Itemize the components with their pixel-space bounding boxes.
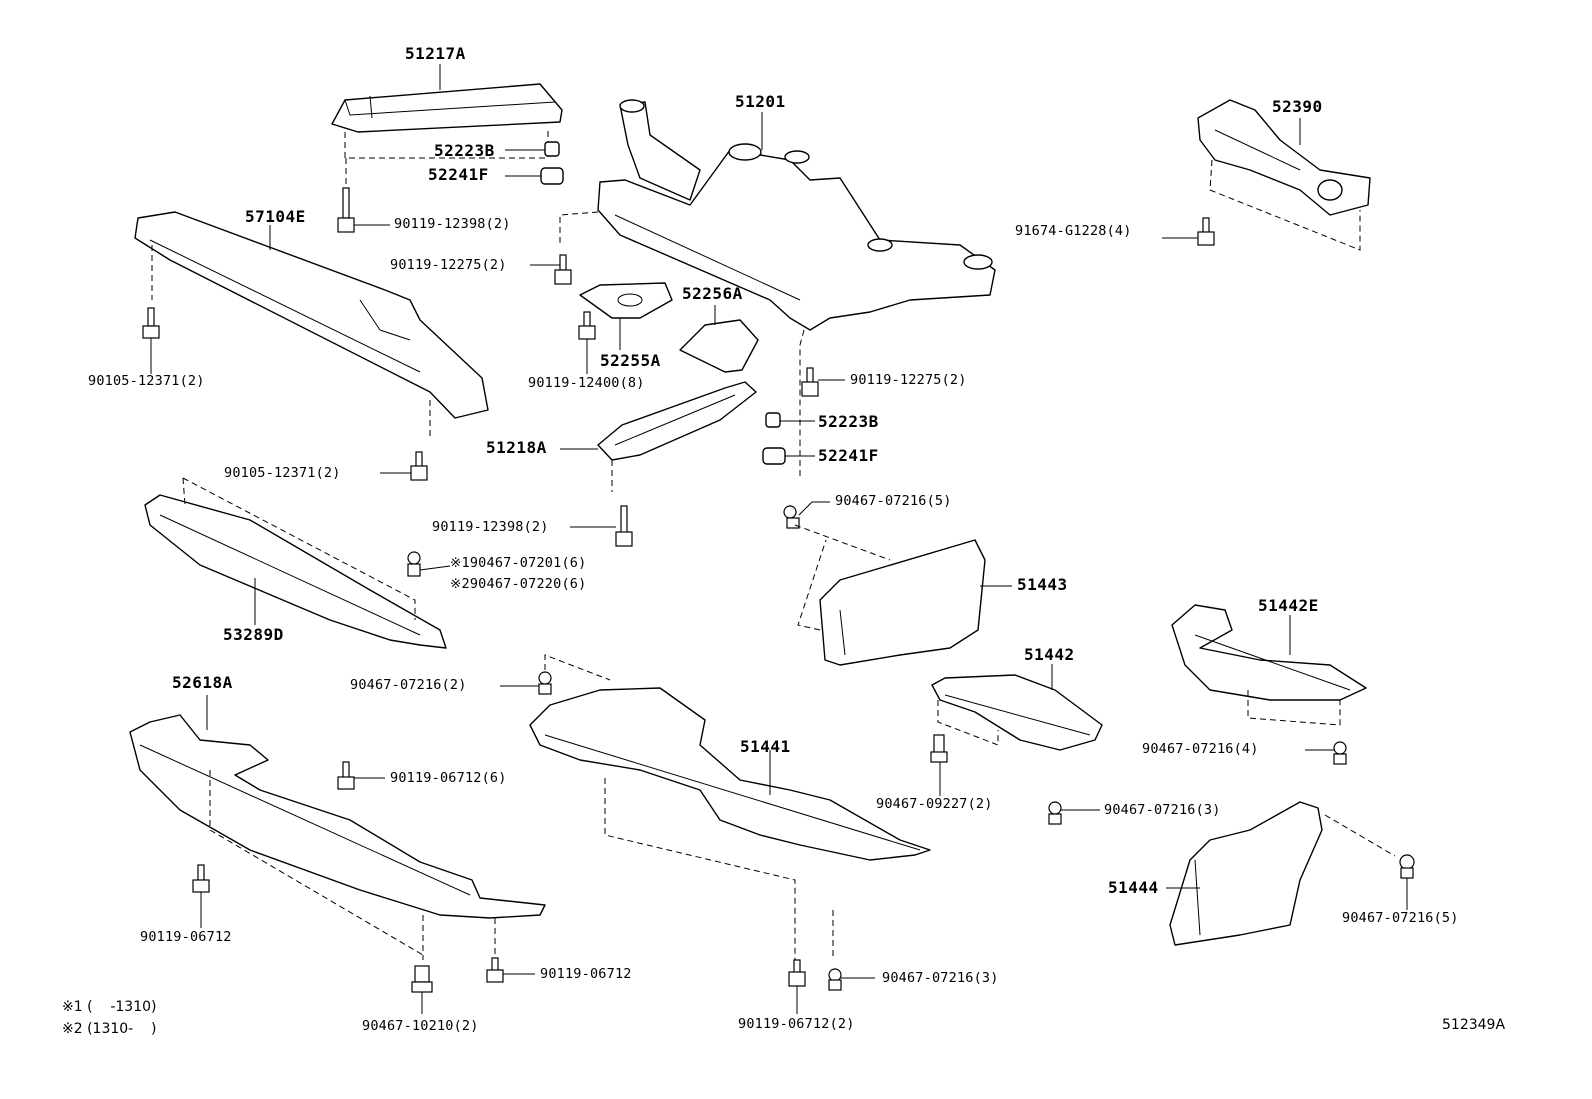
label-90467-07216-3b: 90467-07216(3) <box>882 970 999 986</box>
label-90119-12275-right: 90119-12275(2) <box>850 372 967 388</box>
part-51443-drawing <box>797 539 1012 666</box>
label-90467-07220: ※290467-07220(6) <box>450 576 587 592</box>
part-51217A-drawing <box>331 64 563 159</box>
label-51441: 51441 <box>740 737 791 756</box>
label-52223B-top: 52223B <box>434 141 495 160</box>
label-90119-12398-mid: 90119-12398(2) <box>432 519 549 535</box>
part-57104E-drawing <box>134 211 489 440</box>
clip-90467-07216-3b <box>828 968 875 991</box>
bolt-90119-06712-6 <box>337 761 385 790</box>
label-91674-G1228: 91674-G1228(4) <box>1015 223 1132 239</box>
part-51444-drawing <box>1166 801 1396 946</box>
bushings-mid <box>762 412 815 465</box>
bolt-90105-12371-a <box>142 307 160 374</box>
label-90467-07216-5b: 90467-07216(5) <box>1342 910 1459 926</box>
part-52618A-drawing <box>129 695 546 960</box>
part-52390-drawing <box>1197 99 1371 251</box>
label-52390: 52390 <box>1272 97 1323 116</box>
label-90467-07216-5a: 90467-07216(5) <box>835 493 952 509</box>
label-90119-06712-6: 90119-06712(6) <box>390 770 507 786</box>
label-90467-07201: ※190467-07201(6) <box>450 555 587 571</box>
label-52241F-top: 52241F <box>428 165 489 184</box>
bolt-90119-06712-a <box>192 864 210 928</box>
label-52255A: 52255A <box>600 351 661 370</box>
part-51218A-drawing <box>560 381 757 492</box>
label-51444: 51444 <box>1108 878 1159 897</box>
bolt-90119-12275-right <box>801 367 845 397</box>
bolt-90105-12371-b <box>380 451 428 481</box>
clip-90467-07216-5b <box>1399 854 1415 910</box>
label-90119-06712-a: 90119-06712 <box>140 929 232 945</box>
part-52255A-drawing <box>579 282 673 350</box>
label-90467-07216-4: 90467-07216(4) <box>1142 741 1259 757</box>
label-51201: 51201 <box>735 92 786 111</box>
label-90467-07216-3a: 90467-07216(3) <box>1104 802 1221 818</box>
label-90467-07216-2: 90467-07216(2) <box>350 677 467 693</box>
label-90119-06712-b: 90119-06712 <box>540 966 632 982</box>
part-52256A-drawing <box>679 305 759 373</box>
diagram-code: 512349A <box>1442 1017 1506 1033</box>
label-90105-12371-a: 90105-12371(2) <box>88 373 205 389</box>
bushings-top <box>505 141 564 185</box>
label-57104E: 57104E <box>245 207 306 226</box>
bolt-90119-12398-top <box>337 158 390 233</box>
label-51218A: 51218A <box>486 438 547 457</box>
label-52241F-mid: 52241F <box>818 446 879 465</box>
part-51442-drawing <box>931 664 1103 751</box>
part-51441-drawing <box>529 687 931 960</box>
bolt-90119-12275-left <box>530 254 572 285</box>
bolt-91674-G1228 <box>1162 217 1215 246</box>
label-90119-12398-top: 90119-12398(2) <box>394 216 511 232</box>
label-52618A: 52618A <box>172 673 233 692</box>
label-51217A: 51217A <box>405 44 466 63</box>
part-53289D-drawing <box>144 477 447 649</box>
clip-90467-09227 <box>930 734 948 796</box>
clip-90467-07216-4 <box>1305 741 1347 765</box>
bolt-90119-12400 <box>578 311 596 374</box>
label-90119-12400: 90119-12400(8) <box>528 375 645 391</box>
label-90467-10210: 90467-10210(2) <box>362 1018 479 1034</box>
clip-90467-07216-3a <box>1048 801 1100 825</box>
footnote-1: ※1 ( -1310) <box>62 999 157 1015</box>
clip-90467-07201 <box>407 551 451 577</box>
label-51442E: 51442E <box>1258 596 1319 615</box>
label-90119-12275-left: 90119-12275(2) <box>390 257 507 273</box>
label-52223B-mid: 52223B <box>818 412 879 431</box>
label-52256A: 52256A <box>682 284 743 303</box>
part-51442E-drawing <box>1171 604 1367 726</box>
label-53289D: 53289D <box>223 625 284 644</box>
footnote-2: ※2 (1310- ) <box>62 1021 157 1037</box>
clip-90467-07216-2 <box>500 654 611 695</box>
bolt-90119-12398-mid <box>570 505 633 547</box>
bolt-90119-06712-2 <box>788 959 806 1014</box>
bolt-90119-06712-b <box>486 957 535 983</box>
label-90105-12371-b: 90105-12371(2) <box>224 465 341 481</box>
label-90467-09227: 90467-09227(2) <box>876 796 993 812</box>
clip-90467-10210 <box>411 965 433 1014</box>
label-90119-06712-2: 90119-06712(2) <box>738 1016 855 1032</box>
clip-90467-07216-5a <box>783 501 891 561</box>
label-51443: 51443 <box>1017 575 1068 594</box>
part-51201-drawing <box>559 99 996 480</box>
label-51442: 51442 <box>1024 645 1075 664</box>
